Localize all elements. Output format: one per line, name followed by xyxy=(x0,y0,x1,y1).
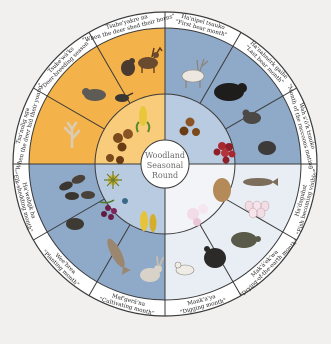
center-title-line1: Woodland xyxy=(145,151,185,160)
raccoon-icon xyxy=(258,141,276,155)
center-title-line2: Seasonal xyxy=(147,161,184,170)
bird-icon xyxy=(122,198,128,204)
turtle-icon xyxy=(66,218,84,230)
nuts-icon xyxy=(213,178,231,202)
center-title-line3: Round xyxy=(152,171,178,180)
